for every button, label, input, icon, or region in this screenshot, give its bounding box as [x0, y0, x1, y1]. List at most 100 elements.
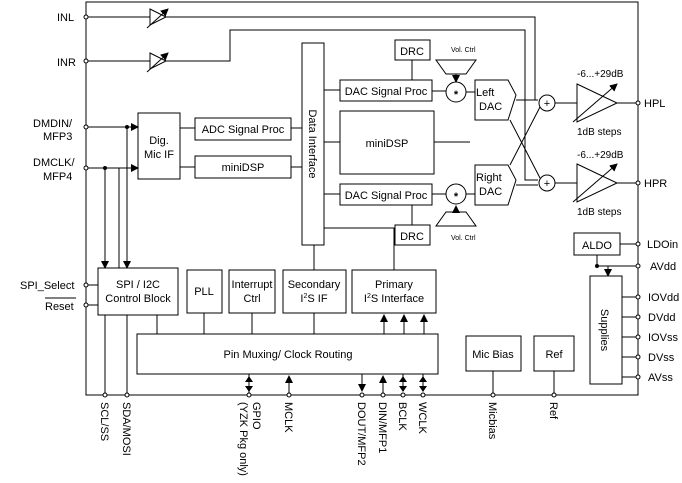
pin-avdd: AVdd [635, 261, 676, 273]
pin-dvss-label: DVss [648, 352, 675, 364]
pin-mfp4-label: MFP4 [43, 171, 72, 183]
pin-hpr: HPR [635, 178, 667, 190]
pin-avss: AVss [635, 372, 673, 384]
aldo-label: ALDO [582, 240, 612, 252]
pin-gpio-label: GPIO [250, 402, 262, 430]
steps-top-label: 1dB steps [577, 127, 621, 138]
pin-reset: Reset [45, 297, 89, 313]
left-dac-label-2: DAC [479, 101, 502, 113]
primary-label-2: I2S Interface [364, 293, 424, 305]
pin-dmclk: DMCLK/ MFP4 [33, 157, 89, 183]
pin-muxing-block [136, 333, 439, 375]
pin-sda-mosi-label: SDA/MOSI [120, 402, 132, 456]
svg-text:*: * [454, 89, 459, 101]
drc-top-label: DRC [400, 46, 424, 58]
pin-wclk-label: WCLK [416, 402, 428, 434]
interrupt-ctrl-block [228, 269, 276, 314]
dig-mic-label-1: Dig. [149, 135, 169, 147]
vol-ctrl-bottom-label: Vol. Ctrl [451, 235, 476, 242]
pin-hpr-label: HPR [644, 178, 667, 190]
pin-muxing-label: Pin Muxing/ Clock Routing [223, 349, 352, 361]
pin-iovss: IOVss [635, 332, 678, 344]
gain-top-label: -6...+29dB [577, 69, 624, 80]
pin-micbias [490, 392, 496, 398]
right-dac-block [474, 164, 517, 206]
pin-avss-label: AVss [648, 372, 673, 384]
mic-bias-label: Mic Bias [472, 349, 514, 361]
pin-ldoin: LDOin [635, 239, 678, 251]
adc-proc-label: ADC Signal Proc [202, 124, 285, 136]
minidsp-left-label: miniDSP [222, 162, 265, 174]
pin-inl-label: INL [57, 12, 74, 24]
supplies-label: Supplies [598, 309, 610, 352]
pin-ldoin-label: LDOin [647, 239, 678, 251]
data-interface-block [301, 42, 325, 246]
pin-gpio-note: (YZK Pkg only) [237, 402, 249, 476]
ref-block [533, 335, 575, 372]
pin-bclk [400, 392, 406, 398]
primary-i2s-block [351, 269, 437, 314]
pin-iovss-label: IOVss [648, 332, 678, 344]
pin-spi-select: SPI_Select [20, 280, 89, 292]
dig-mic-label-2: Mic IF [144, 149, 174, 161]
ref-block-label: Ref [545, 349, 563, 361]
pin-mclk [286, 392, 292, 398]
pin-iovdd: IOVdd [635, 292, 679, 304]
hpl-amp-icon [576, 83, 619, 123]
svg-text:+: + [544, 98, 550, 110]
pin-dmdin-label: DMDIN/ [33, 118, 73, 130]
pin-mfp3-label: MFP3 [43, 131, 72, 143]
pin-spi-select-label: SPI_Select [20, 280, 74, 292]
pll-label: PLL [194, 286, 214, 298]
steps-bottom-label: 1dB steps [577, 207, 621, 218]
pin-bclk-label: BCLK [396, 402, 408, 431]
adc-proc-block [194, 117, 292, 141]
svg-text:+: + [544, 178, 550, 190]
primary-label-1: Primary [375, 279, 413, 291]
spi-i2c-label-1: SPI / I2C [116, 279, 160, 291]
pin-hpl-label: HPL [644, 98, 665, 110]
data-interface-label: Data Interface [306, 109, 318, 178]
pin-ref-label: Ref [547, 402, 559, 420]
hpr-amp-icon [576, 163, 619, 203]
spi-i2c-control-block [97, 267, 179, 316]
pin-inr-label: INR [57, 57, 76, 69]
pin-dout [359, 392, 365, 398]
pin-din [380, 392, 386, 398]
pin-iovdd-label: IOVdd [648, 292, 679, 304]
interrupt-label-2: Ctrl [243, 293, 260, 305]
pin-dvss: DVss [635, 352, 675, 364]
pin-din-label: DIN/MFP1 [376, 402, 388, 453]
minidsp-center-label: miniDSP [366, 138, 409, 150]
pin-gpio [246, 392, 252, 398]
pin-dout-label: DOUT/MFP2 [355, 402, 367, 466]
pin-avdd-label: AVdd [650, 261, 676, 273]
pin-hpl: HPL [635, 98, 665, 110]
pin-inl: INL [57, 12, 89, 24]
pin-dvdd: DVdd [635, 312, 676, 324]
pin-ref [551, 392, 557, 398]
left-dac-label-1: Left [476, 87, 494, 99]
secondary-label-2: I2S IF [300, 293, 327, 305]
pin-reset-label: Reset [45, 301, 74, 313]
supplies-block [589, 275, 623, 385]
right-dac-label-2: DAC [479, 186, 502, 198]
right-dac-label-1: Right [476, 172, 502, 184]
pin-inr: INR [57, 57, 89, 69]
svg-text:*: * [454, 191, 459, 203]
pin-sda-mosi [124, 392, 130, 398]
pin-dvdd-label: DVdd [648, 312, 676, 324]
pin-dmdin: DMDIN/ MFP3 [33, 118, 89, 143]
pin-wclk [420, 392, 426, 398]
dac-proc-bottom-label: DAC Signal Proc [345, 190, 428, 202]
vol-ctrl-top-icon [435, 59, 477, 75]
spi-i2c-label-2: Control Block [105, 293, 171, 305]
secondary-i2s-block [282, 269, 347, 314]
drc-bottom-label: DRC [400, 231, 424, 243]
interrupt-label-1: Interrupt [232, 279, 273, 291]
secondary-label-1: Secondary [288, 279, 341, 291]
gain-bottom-label: -6...+29dB [577, 150, 624, 161]
left-dac-block [474, 79, 517, 121]
pin-scl-ss [102, 392, 108, 398]
